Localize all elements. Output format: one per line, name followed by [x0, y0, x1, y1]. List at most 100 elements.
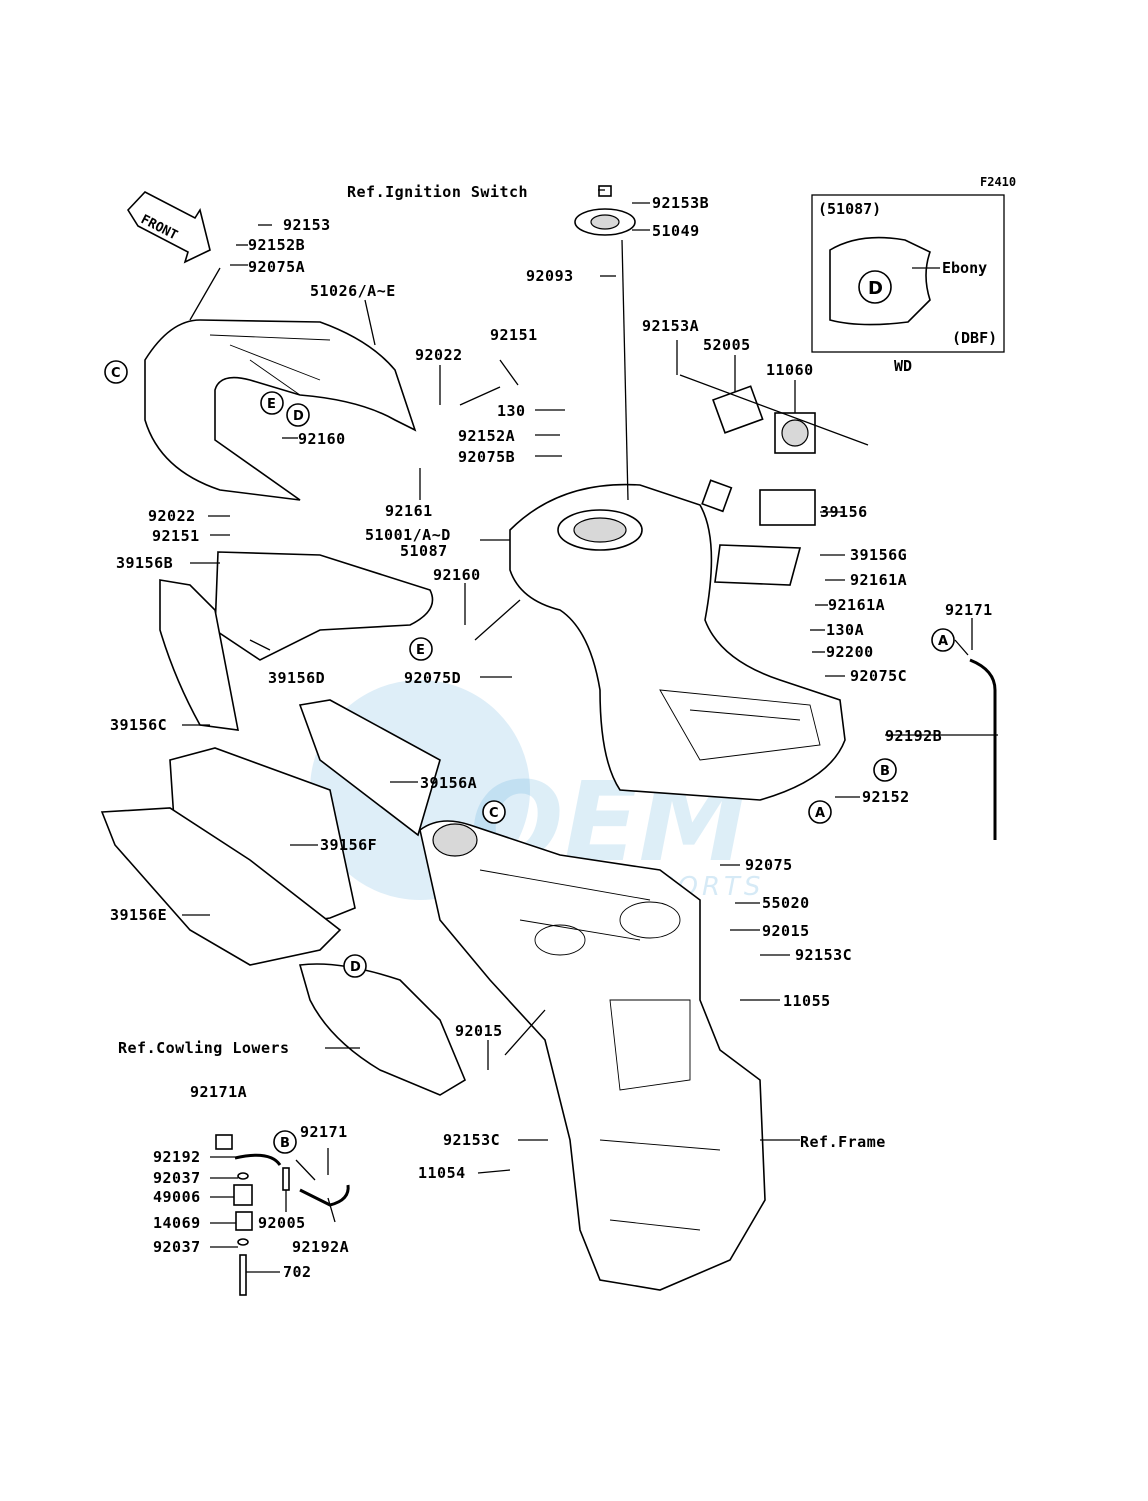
svg-text:A: A [938, 634, 948, 649]
part-label: 39156 [820, 503, 868, 521]
pad-39156B [214, 551, 434, 661]
ref-ignition-switch: Ref.Ignition Switch [347, 183, 528, 201]
part-label: 92192B [885, 727, 942, 745]
pads-left [100, 551, 441, 966]
part-label: 92037 [153, 1238, 201, 1256]
part-label: 51049 [652, 222, 700, 240]
svg-text:B: B [880, 764, 890, 779]
callout-E1: E [260, 391, 284, 415]
callout-C2: C [482, 800, 506, 824]
part-label: 92160 [433, 566, 481, 584]
part-label: 92153 [283, 216, 331, 234]
part-label: 92015 [762, 922, 810, 940]
part-label: 92153C [795, 946, 852, 964]
part-label: 92005 [258, 1214, 306, 1232]
part-label: 92152A [458, 427, 515, 445]
part-label: 130A [826, 621, 864, 639]
inset-box: (51087) D Ebony (DBF) WD [811, 194, 1005, 375]
part-label: 92160 [298, 430, 346, 448]
part-label: 92200 [826, 643, 874, 661]
callout-D1: D [286, 403, 310, 427]
part-label: 92153A [642, 317, 699, 335]
part-label: 92022 [148, 507, 196, 525]
pad-39156C [159, 579, 239, 731]
part-label: 92192 [153, 1148, 201, 1166]
part-label: 92022 [415, 346, 463, 364]
callout-A2: A [808, 800, 832, 824]
part-label: 11054 [418, 1164, 466, 1182]
callout-B1: B [873, 758, 897, 782]
part-label: 92153C [443, 1131, 500, 1149]
part-label: 39156D [268, 669, 325, 687]
pad-39156A [298, 699, 441, 837]
callout-E2: E [409, 637, 433, 661]
part-label: 11060 [766, 361, 814, 379]
part-label: 39156E [110, 906, 167, 924]
part-label: 52005 [703, 336, 751, 354]
front-arrow-icon: FRONT [126, 191, 211, 264]
part-label: 130 [497, 402, 526, 420]
part-label: 92151 [152, 527, 200, 545]
svg-text:A: A [815, 806, 825, 821]
fuel-pump-part [701, 385, 816, 526]
part-label: 39156F [320, 836, 377, 854]
part-label: 92093 [526, 267, 574, 285]
svg-text:E: E [267, 397, 276, 412]
ref-frame: Ref.Frame [800, 1133, 886, 1151]
part-label: 92075D [404, 669, 461, 687]
leader-lines [182, 189, 998, 1273]
svg-text:E: E [416, 643, 425, 658]
part-label: 92037 [153, 1169, 201, 1187]
pad-39156E [100, 807, 342, 966]
part-label: 92075A [248, 258, 305, 276]
fuel-tank-part [509, 483, 846, 801]
svg-text:C: C [489, 806, 499, 821]
lower-cowl-part [298, 963, 467, 1096]
part-label: 92151 [490, 326, 538, 344]
part-label: 92192A [292, 1238, 349, 1256]
part-label: 39156C [110, 716, 167, 734]
callout-A1: A [931, 628, 955, 652]
inset-variant: (DBF) [952, 329, 997, 347]
part-label: 51087 [400, 542, 448, 560]
callout-B2: B [273, 1130, 297, 1154]
part-label: 92161A [828, 596, 885, 614]
part-label: 92153B [652, 194, 709, 212]
part-label: 92161 [385, 502, 433, 520]
part-label: 92171A [190, 1083, 247, 1101]
part-label: 92075B [458, 448, 515, 466]
part-label: 49006 [153, 1188, 201, 1206]
part-label: 11055 [783, 992, 831, 1010]
small-parts-bottom-left [215, 1134, 350, 1296]
part-label: 92015 [455, 1022, 503, 1040]
inset-color: Ebony [942, 259, 987, 277]
part-label: 51026/A~E [310, 282, 396, 300]
svg-text:C: C [111, 366, 121, 381]
part-label: 92152 [862, 788, 910, 806]
inset-caption: WD [894, 357, 912, 375]
svg-text:D: D [293, 409, 304, 424]
figure-code: F2410 [980, 175, 1016, 189]
ref-cowling-lowers: Ref.Cowling Lowers [118, 1039, 290, 1057]
part-label: 39156A [420, 774, 477, 792]
part-label: 51001/A~D [365, 526, 451, 544]
callout-D2: D [343, 954, 367, 978]
part-label: 39156G [850, 546, 907, 564]
part-label: 702 [283, 1263, 312, 1281]
pad-39156G [714, 544, 802, 586]
breather-hose-right [969, 658, 997, 840]
inset-code: (51087) [818, 200, 881, 218]
svg-text:B: B [280, 1136, 290, 1151]
frame-part [419, 820, 766, 1291]
part-label: 92161A [850, 571, 907, 589]
svg-text:D: D [350, 960, 361, 975]
callout-C1: C [104, 360, 128, 384]
part-label: 92152B [248, 236, 305, 254]
part-label: 92171 [945, 601, 993, 619]
part-label: 39156B [116, 554, 173, 572]
part-label: 92075 [745, 856, 793, 874]
part-label: 55020 [762, 894, 810, 912]
part-label: 92075C [850, 667, 907, 685]
part-label: 14069 [153, 1214, 201, 1232]
